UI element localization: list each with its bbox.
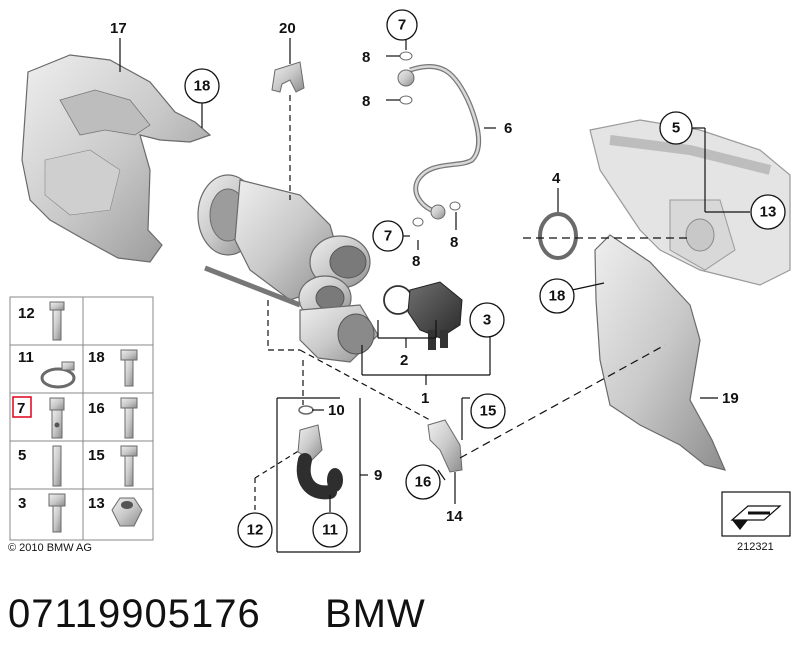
svg-text:18: 18 (194, 78, 211, 95)
svg-text:4: 4 (552, 170, 561, 187)
callout-20: 20 (279, 20, 296, 37)
callout-8-lower-left: 8 (412, 253, 420, 270)
callout-4: 4 (552, 170, 561, 187)
svg-text:12: 12 (247, 522, 264, 539)
grid-label-11: 11 (18, 349, 34, 366)
svg-text:6: 6 (504, 120, 512, 137)
hose-clamp-11-drawing (40, 361, 76, 389)
svg-text:9: 9 (374, 467, 382, 484)
svg-text:8: 8 (362, 93, 370, 110)
brand-name: BMW (325, 592, 426, 636)
oil-feed-pipe-6 (397, 51, 481, 227)
callout-8-mid: 8 (362, 93, 370, 110)
svg-text:17: 17 (110, 20, 127, 37)
callout-1: 1 (421, 390, 429, 407)
grid-label-5: 5 (18, 447, 26, 464)
svg-text:14: 14 (446, 508, 463, 525)
grid-label-3: 3 (18, 495, 26, 512)
grid-label-16: 16 (88, 400, 105, 417)
callout-14: 14 (446, 508, 463, 525)
callout-12: 12 (237, 512, 273, 548)
heat-shield-17 (21, 54, 212, 263)
callout-11: 11 (312, 512, 348, 548)
svg-text:11: 11 (322, 522, 338, 539)
callout-9: 9 (374, 467, 382, 484)
pressure-converter-3 (383, 281, 463, 350)
svg-text:18: 18 (549, 288, 566, 305)
exhaust-manifold (589, 119, 791, 286)
svg-text:15: 15 (480, 403, 497, 420)
bracket-14 (427, 419, 463, 473)
svg-text:7: 7 (398, 17, 406, 34)
svg-text:3: 3 (483, 312, 491, 329)
bolt-15-drawing (120, 445, 138, 487)
svg-text:1: 1 (421, 390, 429, 407)
bolt-16-drawing (120, 397, 138, 439)
callout-19: 19 (722, 390, 739, 407)
callout-5: 5 (659, 111, 693, 145)
svg-text:16: 16 (415, 474, 432, 491)
grid-label-15: 15 (88, 447, 105, 464)
callout-8-lower-right: 8 (450, 234, 458, 251)
callout-6: 6 (504, 120, 512, 137)
callout-17: 17 (110, 20, 127, 37)
bolt-18-drawing (120, 349, 138, 387)
banjo-bolt-7-drawing (49, 397, 65, 439)
nut-13-drawing (111, 497, 143, 527)
svg-text:20: 20 (279, 20, 296, 37)
svg-text:5: 5 (672, 120, 680, 137)
grid-label-12: 12 (18, 305, 35, 322)
copyright-notice: © 2010 BMW AG (8, 542, 92, 554)
orientation-symbol (721, 491, 791, 537)
oil-return-pipe-9 (296, 405, 343, 500)
heat-shield-19 (594, 234, 727, 471)
stud-5-drawing (52, 445, 62, 487)
svg-text:8: 8 (362, 49, 370, 66)
svg-text:2: 2 (400, 352, 408, 369)
svg-text:7: 7 (384, 228, 392, 245)
grid-label-7: 7 (17, 400, 25, 417)
callout-18-top: 18 (184, 68, 220, 104)
svg-text:13: 13 (760, 204, 777, 221)
gasket-ring-4 (538, 212, 578, 260)
svg-text:8: 8 (412, 253, 420, 270)
svg-text:8: 8 (450, 234, 458, 251)
callout-16: 16 (405, 464, 441, 500)
callout-7-mid: 7 (372, 220, 404, 252)
grid-label-13: 13 (88, 495, 105, 512)
callout-18-right: 18 (539, 278, 575, 314)
grid-label-18: 18 (88, 349, 105, 366)
leader-lines (119, 38, 750, 553)
diagram-reference-number: 212321 (737, 541, 774, 553)
highlight-box-7 (12, 396, 32, 418)
callout-13: 13 (750, 194, 786, 230)
small-parts-grid (9, 296, 154, 541)
part-number: 07119905176 (8, 592, 261, 636)
bolt-12-drawing (49, 301, 65, 341)
callout-3: 3 (469, 302, 505, 338)
svg-text:19: 19 (722, 390, 739, 407)
turbocharger (197, 174, 379, 363)
callout-15: 15 (470, 393, 506, 429)
part-number-caption: 07119905176 BMW (8, 592, 426, 637)
svg-text:10: 10 (328, 402, 345, 419)
callout-7-top: 7 (386, 9, 418, 41)
socket-screw-3-drawing (48, 493, 66, 533)
bracket-20 (271, 61, 305, 93)
callout-10: 10 (328, 402, 345, 419)
callout-8-top: 8 (362, 49, 370, 66)
callout-2: 2 (400, 352, 408, 369)
exploded-parts-diagram: 17 20 7 8 8 18 6 5 4 13 7 8 8 18 3 2 1 1… (9, 9, 791, 553)
